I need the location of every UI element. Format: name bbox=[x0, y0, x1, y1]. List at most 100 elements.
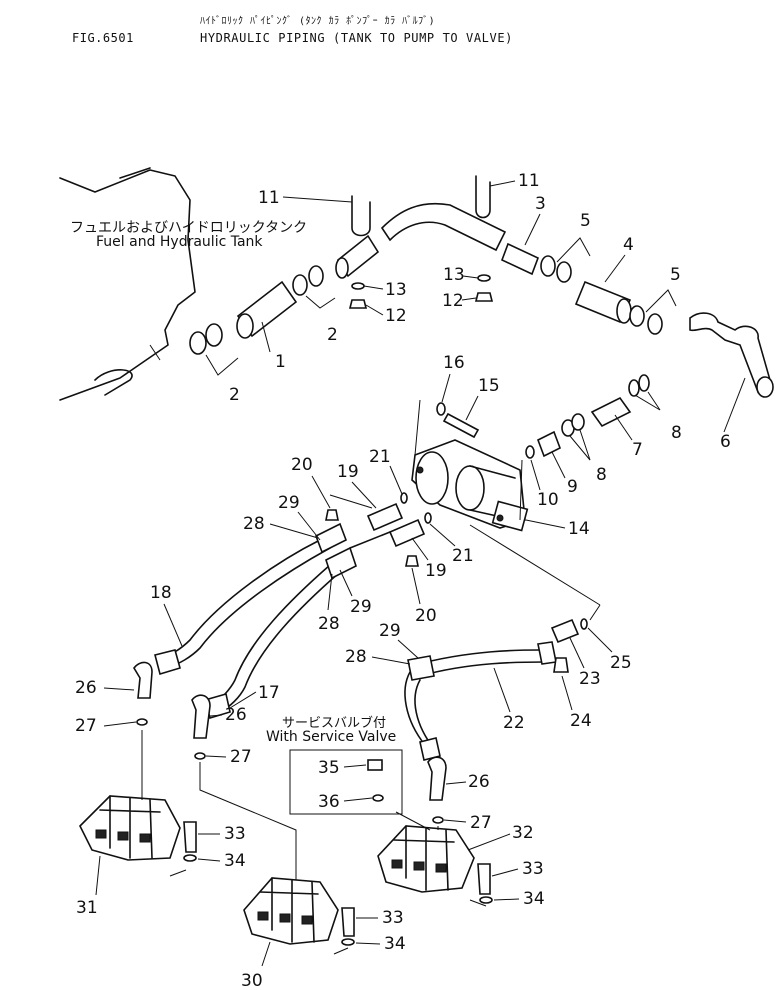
control-valve-30 bbox=[243, 877, 339, 945]
pipe-end bbox=[756, 376, 774, 398]
callout-19: 19 bbox=[425, 561, 447, 581]
callout-35: 35 bbox=[318, 758, 340, 778]
callout-8: 8 bbox=[596, 465, 607, 485]
hose-end bbox=[335, 257, 349, 279]
o-ring-27 bbox=[136, 718, 148, 726]
delivery-hoses bbox=[154, 492, 588, 761]
hose-clamp bbox=[629, 305, 645, 327]
callout-24: 24 bbox=[570, 711, 592, 731]
hose-clamp bbox=[189, 331, 207, 355]
callout-20: 20 bbox=[291, 455, 313, 475]
callout-28: 28 bbox=[318, 614, 340, 634]
o-ring-21 bbox=[400, 492, 408, 504]
hose-clamp bbox=[571, 413, 585, 431]
service-valve-note-english: With Service Valve bbox=[266, 729, 397, 745]
service-valve-box bbox=[289, 749, 403, 815]
callout-11: 11 bbox=[258, 188, 280, 208]
pump-fitting-19 bbox=[388, 518, 426, 548]
callout-26: 26 bbox=[225, 705, 247, 725]
callout-27: 27 bbox=[470, 813, 492, 833]
callout-12: 12 bbox=[442, 291, 464, 311]
hose-end-fitting bbox=[537, 641, 557, 665]
callout-27: 27 bbox=[75, 716, 97, 736]
hydraulic-pump bbox=[411, 439, 529, 532]
elbow-26 bbox=[133, 661, 153, 699]
callout-5: 5 bbox=[580, 211, 591, 231]
callout-15: 15 bbox=[478, 376, 500, 396]
callout-26: 26 bbox=[468, 772, 490, 792]
hose-22-edge bbox=[419, 661, 546, 677]
hose-end bbox=[236, 313, 254, 339]
callout-18: 18 bbox=[150, 583, 172, 603]
callout-26: 26 bbox=[75, 678, 97, 698]
hose-clamp bbox=[308, 265, 324, 287]
callout-16: 16 bbox=[443, 353, 465, 373]
callout-33: 33 bbox=[224, 824, 246, 844]
callout-8: 8 bbox=[671, 423, 682, 443]
suction-hose-7 bbox=[590, 396, 632, 428]
washer-34 bbox=[183, 854, 197, 862]
title-english: HYDRAULIC PIPING (TANK TO PUMP TO VALVE) bbox=[200, 31, 513, 45]
tank-outline bbox=[59, 167, 196, 401]
title-japanese: ﾊｲﾄﾞﾛﾘｯｸ ﾊﾟｲﾋﾟﾝｸﾞ (ﾀﾝｸ ｶﾗ ﾎﾟﾝﾌﾟｰ ｶﾗ ﾊﾞﾙﾌ… bbox=[200, 16, 436, 27]
hose-18 bbox=[159, 539, 321, 661]
hose-clamp bbox=[205, 323, 223, 347]
callout-13: 13 bbox=[443, 265, 465, 285]
o-ring-36 bbox=[372, 794, 384, 802]
valve-bolts bbox=[183, 821, 493, 946]
hose-17-link bbox=[349, 531, 391, 549]
hose-clamp bbox=[628, 379, 640, 397]
washer-34 bbox=[479, 896, 493, 904]
o-ring-25 bbox=[580, 618, 588, 630]
control-valve-32 bbox=[377, 825, 475, 893]
callout-29: 29 bbox=[350, 597, 372, 617]
callout-9: 9 bbox=[567, 477, 578, 497]
hose-clamp bbox=[292, 274, 308, 296]
suction-pipe-3 bbox=[380, 203, 507, 252]
plug-24 bbox=[553, 657, 569, 673]
callout-28: 28 bbox=[243, 514, 265, 534]
plug-20 bbox=[325, 509, 339, 521]
washer bbox=[477, 274, 491, 282]
callout-5: 5 bbox=[670, 265, 681, 285]
pump-fitting-19 bbox=[366, 502, 404, 532]
callout-32: 32 bbox=[512, 823, 534, 843]
o-ring-27 bbox=[194, 752, 206, 760]
plug-20 bbox=[405, 555, 419, 567]
callout-22: 22 bbox=[503, 713, 525, 733]
suction-line bbox=[189, 175, 774, 459]
nut bbox=[348, 299, 368, 309]
pump-elbow-adapter bbox=[536, 430, 562, 458]
bolt-33 bbox=[183, 821, 197, 853]
callout-13: 13 bbox=[385, 280, 407, 300]
callout-27: 27 bbox=[230, 747, 252, 767]
callout-28: 28 bbox=[345, 647, 367, 667]
figure-number: FIG.6501 bbox=[72, 31, 134, 45]
callout-29: 29 bbox=[278, 493, 300, 513]
callout-20: 20 bbox=[415, 606, 437, 626]
hose-clamp bbox=[556, 261, 572, 283]
hose-17-edge bbox=[219, 571, 341, 713]
hose-22 bbox=[414, 649, 541, 666]
hose-clamp bbox=[638, 374, 650, 392]
valve-elbows bbox=[133, 661, 447, 824]
hose-end-fitting bbox=[419, 737, 441, 761]
callout-4: 4 bbox=[623, 235, 634, 255]
callout-31: 31 bbox=[76, 898, 98, 918]
bolt-washer bbox=[436, 402, 446, 416]
callout-7: 7 bbox=[632, 440, 643, 460]
callout-25: 25 bbox=[610, 653, 632, 673]
callout-1: 1 bbox=[275, 352, 286, 372]
callout-3: 3 bbox=[535, 194, 546, 214]
plug-35 bbox=[367, 759, 383, 771]
service-valve-note-japanese: サービスバルブ付 bbox=[282, 716, 387, 731]
suction-pipe-6 bbox=[689, 312, 771, 394]
hose-end-fitting bbox=[407, 655, 435, 681]
u-bolt bbox=[475, 175, 491, 219]
callout-34: 34 bbox=[384, 934, 406, 954]
bolt-33 bbox=[341, 907, 355, 937]
hose-22-bend bbox=[404, 671, 426, 746]
callout-23: 23 bbox=[579, 669, 601, 689]
pump-mount-bolt bbox=[442, 412, 480, 439]
